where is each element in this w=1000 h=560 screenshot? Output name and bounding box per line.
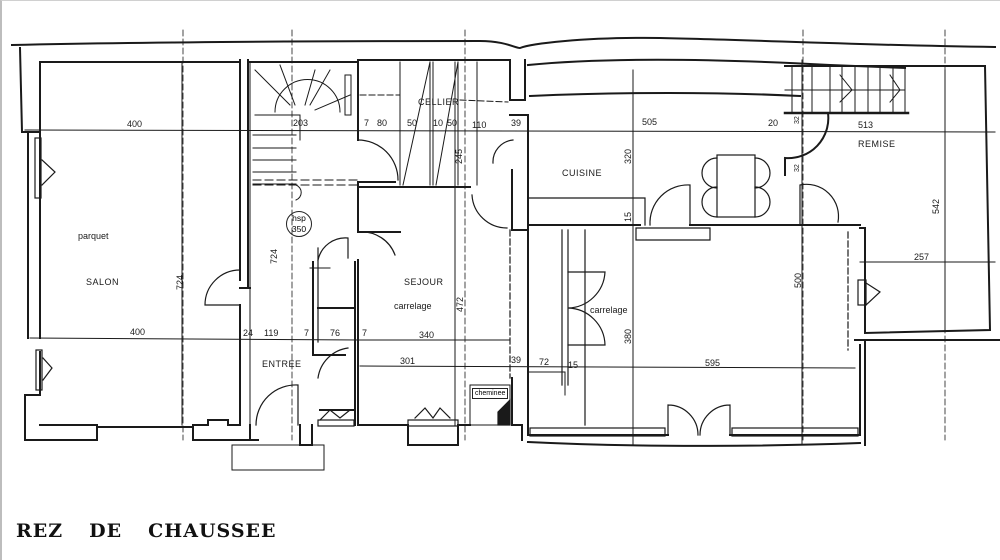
dim-sejour-301: 301 — [400, 356, 416, 366]
dim-20: 20 — [768, 118, 779, 128]
sejour-floor-label: carrelage — [394, 301, 432, 311]
title-word-2: DE — [89, 520, 123, 542]
dim-50b: 50 — [447, 118, 458, 128]
title-word-1: REZ — [16, 520, 64, 542]
dim-24: 24 — [243, 328, 254, 338]
plan-title: REZ DE CHAUSSEE — [16, 520, 303, 542]
dim-7a: 7 — [364, 118, 370, 128]
fireplace-label: cheminee — [472, 388, 509, 399]
dim-15b: 15 — [568, 360, 579, 370]
ceiling-height-label: hsp — [292, 213, 306, 223]
dim-remise-32b: 32 — [794, 164, 801, 172]
ceiling-height-value: 350 — [291, 224, 307, 234]
dim-39a: 39 — [511, 118, 522, 128]
dim-annex-500: 500 — [793, 272, 803, 288]
dim-110: 110 — [472, 120, 487, 130]
dim-cuisine-width: 505 — [642, 117, 658, 127]
dim-remise-depth: 542 — [931, 198, 941, 214]
dim-10: 10 — [433, 118, 444, 128]
staircase-main — [249, 61, 359, 201]
dim-annex-width: 595 — [705, 358, 721, 368]
dim-119: 119 — [264, 328, 279, 338]
room-label-remise: REMISE — [858, 139, 896, 149]
dim-hall-depth: 724 — [269, 248, 279, 264]
salon-walls — [18, 46, 251, 441]
dim-stair-203: 203 — [293, 118, 309, 128]
room-label-salon: SALON — [86, 277, 120, 287]
dim-salon-width-top: 400 — [127, 119, 143, 129]
dim-salon-depth: 724 — [175, 274, 185, 290]
dim-cuisine-depth: 320 — [623, 148, 633, 164]
dim-76: 76 — [330, 328, 341, 338]
dim-7c: 7 — [362, 328, 368, 338]
room-label-cellier: CELLIER — [418, 97, 460, 107]
title-word-3: CHAUSSEE — [148, 520, 277, 542]
room-label-sejour: SEJOUR — [404, 277, 444, 287]
annex-floor-label: carrelage — [590, 305, 628, 315]
ceiling-height-badge: hsp 350 — [286, 211, 312, 237]
salon-floor-label: parquet — [78, 231, 109, 241]
dim-cellier-depth: 245 — [454, 148, 464, 164]
dim-72: 72 — [539, 357, 550, 367]
dim-15a: 15 — [623, 211, 633, 222]
property-boundary — [10, 36, 997, 50]
dim-annex-depth: 380 — [623, 328, 633, 344]
dim-39b: 39 — [511, 355, 522, 365]
dim-remise-32a: 32 — [794, 116, 801, 124]
dim-sejour-depth: 472 — [455, 296, 465, 312]
dim-7b: 7 — [304, 328, 310, 338]
room-label-cuisine: CUISINE — [562, 168, 603, 178]
dim-80: 80 — [377, 118, 388, 128]
dim-50a: 50 — [407, 118, 418, 128]
dim-annex-257: 257 — [914, 252, 930, 262]
dim-salon-width-bottom: 400 — [130, 327, 146, 337]
dim-sejour-width: 340 — [419, 330, 435, 340]
staircase-remise — [783, 65, 986, 115]
room-label-entree: ENTREE — [262, 359, 302, 369]
dim-remise-width: 513 — [858, 120, 874, 130]
